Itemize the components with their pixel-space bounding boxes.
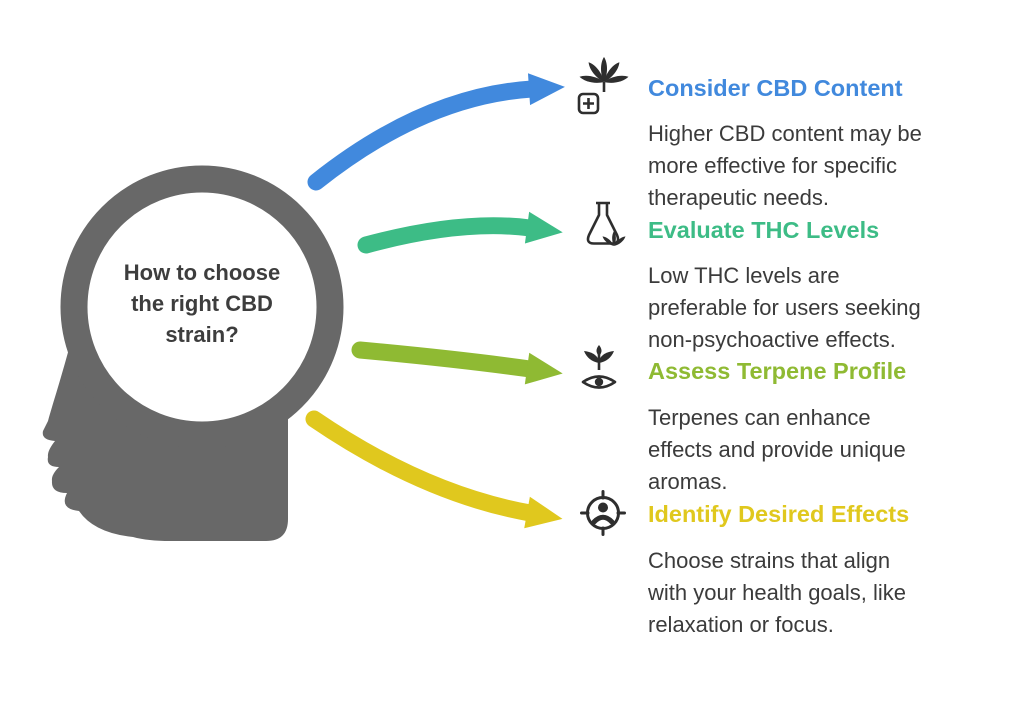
question-line: strain?	[165, 322, 239, 347]
step-description-cbd-content: Higher CBD content may be more effective…	[648, 118, 1008, 214]
question-line: How to choose	[123, 260, 281, 285]
description-line: aromas.	[648, 469, 728, 494]
description-line: Terpenes can enhance	[648, 405, 871, 430]
arrow-to-thc-levels	[357, 211, 563, 254]
step-heading-thc-levels: Evaluate THC Levels	[648, 217, 880, 243]
plant-eye-icon	[576, 344, 622, 394]
description-line: Low THC levels are	[648, 263, 840, 288]
arrow-to-desired-effects	[305, 410, 563, 529]
step-heading-cbd-content: Consider CBD Content	[648, 75, 903, 101]
description-line: non-psychoactive effects.	[648, 327, 896, 352]
step-description-desired-effects: Choose strains that align with your heal…	[648, 545, 1008, 641]
arrow-to-terpene-profile	[351, 341, 563, 385]
description-line: therapeutic needs.	[648, 185, 830, 210]
description-line: with your health goals, like	[648, 580, 907, 605]
step-description-thc-levels: Low THC levels are preferable for users …	[648, 260, 1008, 356]
description-line: more effective for specific	[648, 153, 898, 178]
description-line: relaxation or focus.	[648, 612, 834, 637]
step-heading-terpene-profile: Assess Terpene Profile	[648, 358, 907, 384]
step-description-terpene-profile: Terpenes can enhance effects and provide…	[648, 402, 1008, 498]
description-line: preferable for users seeking	[648, 295, 921, 320]
description-line: Choose strains that align	[648, 548, 891, 573]
cannabis-medical-icon	[576, 56, 632, 116]
arrow-to-cbd-content	[307, 73, 565, 191]
step-heading-desired-effects: Identify Desired Effects	[648, 501, 910, 527]
description-line: Higher CBD content may be	[648, 121, 922, 146]
description-line: effects and provide unique	[648, 437, 906, 462]
question-text: How to choose the right CBD strain?	[103, 257, 301, 350]
target-person-icon	[580, 490, 626, 536]
question-line: the right CBD	[131, 291, 273, 316]
flask-leaf-icon	[580, 200, 626, 250]
